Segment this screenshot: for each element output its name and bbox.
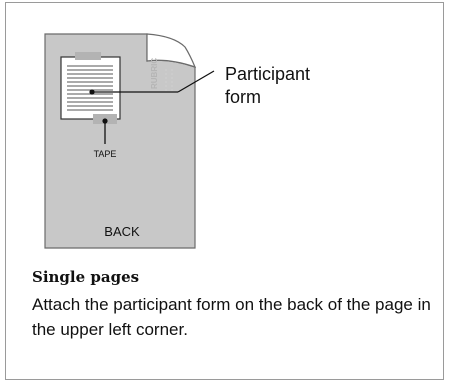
callout-label-line1: Participant bbox=[225, 64, 310, 84]
participant-form bbox=[60, 56, 121, 120]
caption-body: Attach the participant form on the back … bbox=[32, 295, 431, 339]
attach-form-diagram: RUBRIC TAPE bbox=[44, 33, 310, 249]
instruction-card: RUBRIC TAPE bbox=[5, 2, 444, 380]
svg-text:RUBRIC: RUBRIC bbox=[150, 58, 159, 89]
back-label: BACK bbox=[104, 224, 140, 239]
tape-pointer bbox=[102, 118, 108, 144]
caption-title: Single pages bbox=[32, 268, 140, 286]
callout-label-line2: form bbox=[225, 87, 261, 107]
page-curl bbox=[146, 33, 197, 69]
form-callout-pointer bbox=[89, 70, 215, 95]
rubric-watermark: RUBRIC bbox=[150, 58, 173, 91]
tape-label: TAPE bbox=[94, 149, 117, 159]
top-tape bbox=[75, 52, 101, 60]
